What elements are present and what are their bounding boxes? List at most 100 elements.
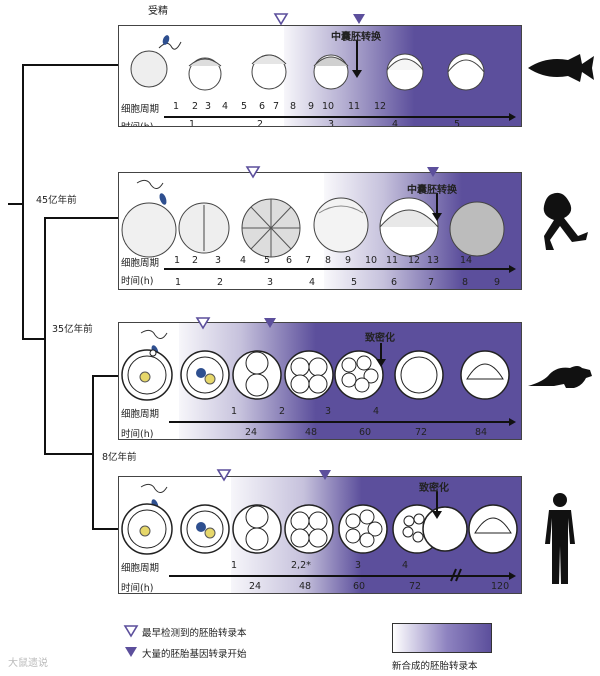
- mouse-major-transcription-marker: [264, 318, 276, 328]
- tree-branch-zebrafish: [22, 64, 118, 66]
- frog-embryos: [121, 179, 505, 258]
- oocyte-embryo: [121, 503, 173, 555]
- tree-root: [8, 203, 24, 205]
- blastula-embryo: [313, 54, 349, 90]
- legend-open-triangle-icon: [123, 625, 139, 638]
- frog-earliest-transcript-marker: [245, 166, 261, 179]
- cycle-11: 11: [386, 255, 399, 266]
- 2-cell-embryo: [232, 350, 282, 400]
- cycle-9: 9: [308, 101, 315, 112]
- cycle-label: 细胞周期: [121, 409, 160, 420]
- cycle-12: 12: [374, 101, 387, 112]
- zygote-embryo: [130, 50, 168, 88]
- cycle-5: 5: [264, 255, 271, 266]
- mouse-icon: [528, 366, 592, 388]
- 4-cell-embryo: [284, 350, 334, 400]
- panel-zebrafish: 中囊胚转换 细胞周期 时间(h) 1 2 3 4 5 6 7 8 9 10 11…: [118, 25, 522, 127]
- time-24: 24: [249, 581, 262, 592]
- frog-major-transcription-marker: [427, 167, 439, 177]
- cycle-2: 2: [192, 101, 199, 112]
- time-3: 3: [267, 277, 274, 288]
- tree-branch-frog-mouse: [22, 338, 46, 340]
- sperm-icon: [136, 179, 167, 205]
- tree-label-45: 45亿年前: [36, 192, 77, 206]
- cycle-4: 4: [373, 406, 380, 417]
- time-120: 120: [491, 581, 510, 592]
- time-axis: [164, 113, 516, 121]
- panel-mouse: 致密化 细胞周期 时间(h) 1 2 3 4 24 48 60 72 84: [118, 322, 522, 440]
- 8-cell-embryo: [251, 54, 287, 90]
- time-9: 9: [494, 277, 501, 288]
- legend-gradient-label: 新合成的胚胎转录本: [392, 661, 478, 672]
- mouse-embryos: [121, 329, 510, 401]
- cycle-3: 3: [215, 255, 222, 266]
- compacted-embryo: [394, 350, 444, 400]
- time-7: 7: [428, 277, 435, 288]
- cycle-12: 12: [408, 255, 421, 266]
- cycle-9: 9: [345, 255, 352, 266]
- legend-filled-triangle-label: 大量的胚胎基因转录开始: [142, 649, 247, 660]
- legend-open-triangle-label: 最早检测到的胚胎转录本: [142, 628, 247, 639]
- time-axis: [164, 265, 516, 273]
- cycle-label: 细胞周期: [121, 563, 160, 574]
- cycle-10: 10: [365, 255, 378, 266]
- compaction-label: 致密化: [419, 483, 449, 494]
- cycle-4: 4: [240, 255, 247, 266]
- cycle-1: 1: [173, 101, 180, 112]
- tree-trunk-2: [44, 217, 46, 454]
- legend-gradient-swatch: [392, 623, 492, 653]
- cycle-1: 1: [231, 560, 238, 571]
- fertilization-label: 受精: [148, 6, 168, 17]
- time-1: 1: [189, 119, 196, 127]
- zebrafish-major-transcription-marker: [353, 14, 365, 24]
- time-5: 5: [454, 119, 461, 127]
- time-24: 24: [245, 427, 258, 438]
- panel-frog: 中囊胚转换 细胞周期 时间(h) 1 2 3 4 5 6 7 8 9 10 11…: [118, 172, 522, 290]
- cycle-6: 6: [286, 255, 293, 266]
- cycle-1: 1: [174, 255, 181, 266]
- 8-cell-embryo: [241, 198, 301, 258]
- sphere-embryo: [386, 53, 424, 91]
- time-2: 2: [257, 119, 264, 127]
- oocyte-embryo: [121, 349, 173, 401]
- time-48: 48: [305, 427, 318, 438]
- time-label: 时间(h): [121, 119, 153, 126]
- 8-cell-embryo: [338, 504, 388, 554]
- time-48: 48: [299, 581, 312, 592]
- cycle-label: 细胞周期: [121, 104, 160, 115]
- mbt-label: 中囊胚转换: [407, 185, 457, 196]
- cycle-8: 8: [290, 101, 297, 112]
- panel-human: 致密化 细胞周期 时间(h) 1 2,2* 3 4 24 48 60 72 12…: [118, 476, 522, 594]
- compaction-arrow: [432, 491, 442, 519]
- mbt-label: 中囊胚转换: [331, 32, 381, 43]
- human-major-transcription-marker: [319, 470, 331, 480]
- watermark: 大鼠遗说: [8, 658, 48, 669]
- time-72: 72: [409, 581, 422, 592]
- cycle-4: 4: [402, 560, 409, 571]
- cycle-3: 3: [205, 101, 212, 112]
- blastocyst-embryo: [460, 350, 510, 400]
- cycle-2: 2: [192, 255, 199, 266]
- gastrula-embryo: [447, 53, 485, 91]
- tree-branch-frog: [44, 217, 118, 219]
- gastrula-embryo: [449, 201, 505, 257]
- cycle-14: 14: [460, 255, 473, 266]
- compacted-embryo: [422, 506, 468, 552]
- cycle-6: 6: [259, 101, 266, 112]
- tree-trunk-1: [22, 64, 24, 339]
- 4-cell-embryo: [284, 504, 334, 554]
- blastula-embryo: [379, 197, 439, 257]
- frog-icon: [543, 192, 588, 250]
- zygote-embryo: [121, 202, 177, 258]
- tree-branch-human: [92, 528, 118, 530]
- tree-label-8: 8亿年前: [102, 449, 137, 463]
- 2-cell-embryo: [188, 57, 222, 91]
- time-1: 1: [175, 277, 182, 288]
- axis-break-icon: [450, 568, 462, 582]
- zygote-embryo: [180, 504, 230, 554]
- cycle-3: 3: [355, 560, 362, 571]
- cycle-2: 2,2*: [291, 560, 311, 571]
- time-4: 4: [392, 119, 399, 127]
- time-3: 3: [328, 119, 335, 127]
- cycle-5: 5: [241, 101, 248, 112]
